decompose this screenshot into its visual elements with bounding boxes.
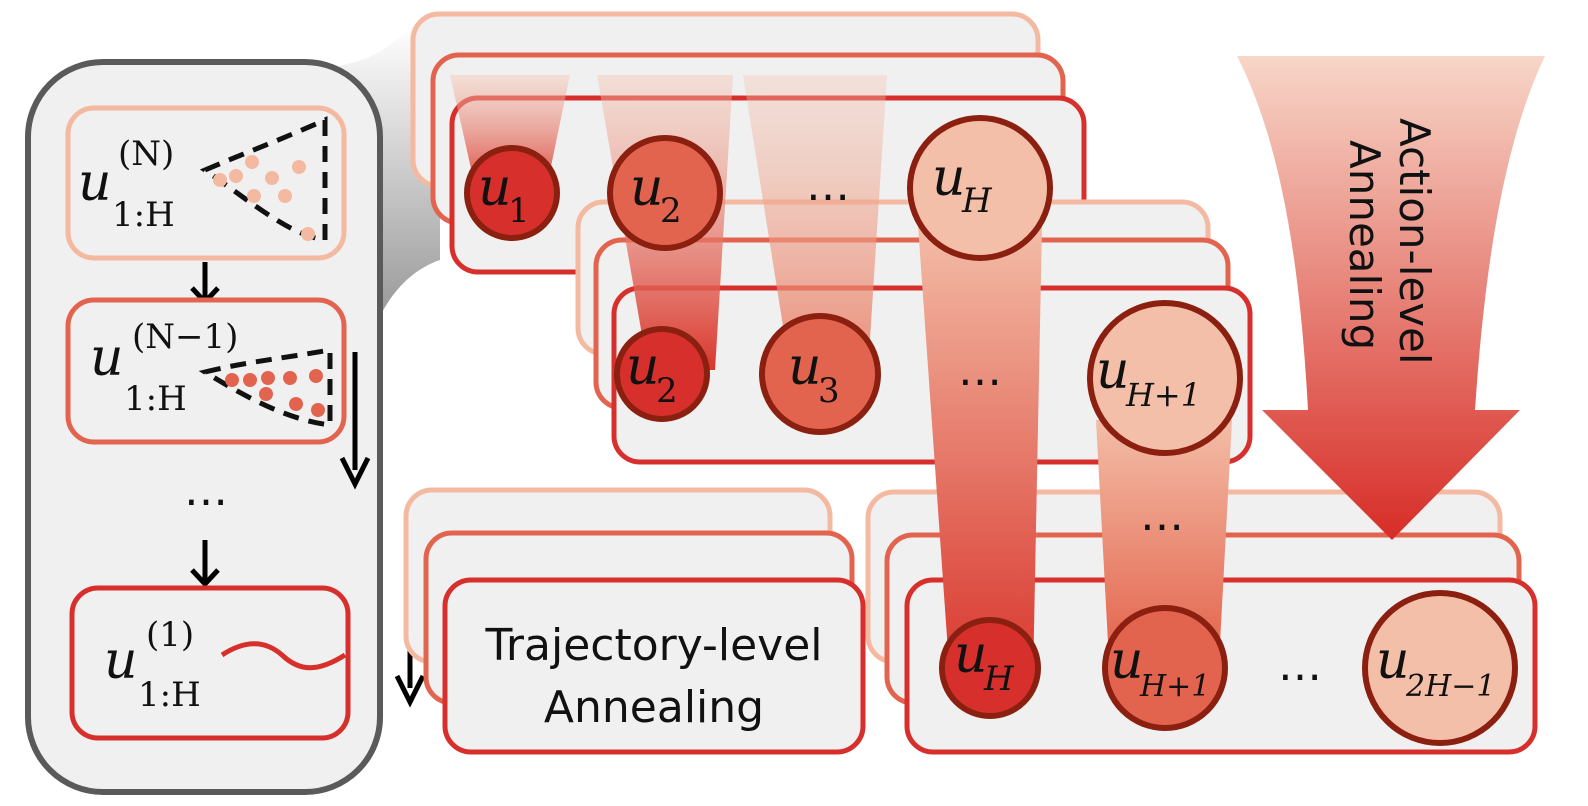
- bottom-row-nodes: u H u H+1 u 2H−1 …: [939, 590, 1518, 746]
- stage-n-1-sup: (N−1): [132, 317, 238, 357]
- node-uh1-bottom-sub: H+1: [1139, 669, 1210, 704]
- stage-n-sup: (N): [118, 134, 174, 174]
- action-label-line2: Annealing: [1340, 140, 1389, 350]
- node-u2-mid: [614, 326, 710, 422]
- trajectory-label-line2: Annealing: [544, 682, 764, 733]
- node-u2-top-sub: 2: [660, 191, 682, 231]
- node-u3: [759, 313, 881, 435]
- node-uh1-mid-base: u: [1096, 341, 1130, 401]
- stage-1-base: u: [104, 631, 138, 691]
- node-u2-mid-base: u: [626, 337, 660, 397]
- stage-1-sub: 1:H: [138, 675, 201, 715]
- stage-arrow-2-head: [190, 568, 220, 588]
- node-uh1-mid-sub: H+1: [1125, 376, 1201, 414]
- stage-n-sub: 1:H: [112, 195, 175, 235]
- left-ellipsis: …: [184, 465, 228, 516]
- node-uh-top-sub: H: [961, 181, 993, 221]
- middle-row-ellipsis: …: [958, 345, 1002, 396]
- stage-n-minus-1-box: u (N−1) 1:H: [65, 297, 347, 445]
- node-u2h-1-base: u: [1376, 631, 1410, 691]
- stage-n-1-base: u: [90, 328, 124, 388]
- trajectory-stack: Trajectory-level Annealing: [403, 487, 866, 755]
- action-label-line1: Action-level: [1390, 118, 1439, 365]
- node-uh-bottom-base: u: [954, 625, 988, 685]
- node-u1: [464, 145, 560, 241]
- node-u2-mid-sub: 2: [656, 371, 678, 411]
- top-row-ellipsis: …: [806, 160, 850, 211]
- trajectory-label-line1: Trajectory-level: [485, 620, 823, 671]
- node-u3-sub: 3: [818, 371, 840, 411]
- trajectory-arrow-lower-head: [394, 674, 426, 708]
- stage-1-sup: (1): [146, 615, 194, 655]
- node-u1-base: u: [478, 158, 512, 218]
- trajectory-arrow-upper-head: [339, 456, 371, 490]
- node-uh1-mid: [1087, 300, 1243, 456]
- stage-n-1-sub: 1:H: [124, 379, 187, 419]
- middle-row-nodes: u 2 u 3 u H+1 …: [614, 300, 1243, 456]
- node-uh-bottom: [939, 617, 1041, 719]
- node-uh-top: [907, 115, 1053, 261]
- node-u1-sub: 1: [508, 191, 530, 231]
- bottom-row-ellipsis: …: [1278, 640, 1322, 691]
- node-u2-top: [607, 135, 723, 251]
- stage-n-base: u: [78, 153, 112, 213]
- node-uh1-bottom: [1102, 605, 1228, 731]
- stage-n-box: u (N) 1:H: [65, 105, 347, 261]
- node-u3-base: u: [788, 337, 822, 397]
- node-u2-top-base: u: [630, 158, 664, 218]
- top-row-nodes: u 1 u 2 u H …: [464, 115, 1053, 261]
- node-uh-bottom-sub: H: [983, 659, 1015, 699]
- node-u2h-1: [1362, 590, 1518, 746]
- left-panel: u (N) 1:H u (N−1) 1:H …: [25, 59, 383, 795]
- action-level-arrow: Action-level Annealing: [1237, 56, 1545, 540]
- node-uh-top-base: u: [932, 148, 966, 208]
- vertical-ellipsis: …: [1140, 490, 1184, 541]
- node-uh1-bottom-base: u: [1110, 631, 1144, 691]
- stage-1-box: u (1) 1:H: [69, 585, 351, 741]
- node-u2h-1-sub: 2H−1: [1405, 669, 1495, 704]
